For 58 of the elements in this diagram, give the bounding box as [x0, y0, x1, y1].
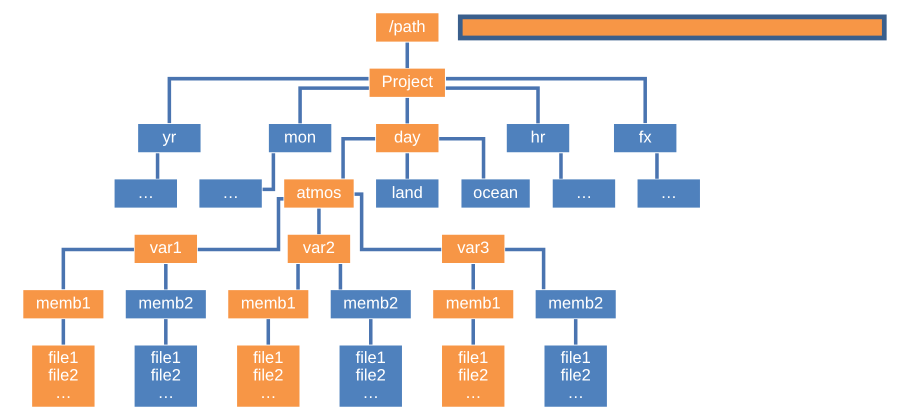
node-box: file1 file2 …	[338, 344, 404, 408]
node-bar	[458, 14, 887, 40]
node-box: file1 file2 …	[30, 344, 96, 408]
node-box: land	[374, 178, 440, 209]
connector	[406, 42, 410, 68]
connector	[298, 86, 369, 124]
node-box: …	[198, 178, 263, 209]
node-box: file1 file2 …	[440, 344, 506, 408]
connector	[266, 319, 270, 345]
node-box: /path	[374, 12, 440, 43]
connector	[62, 248, 134, 290]
connector	[505, 248, 546, 290]
node-box: var1	[133, 234, 198, 264]
connector	[471, 319, 475, 345]
node-box: memb2	[124, 288, 208, 320]
node-box: var2	[286, 234, 352, 264]
node-box: memb2	[534, 288, 617, 320]
node-box: memb1	[227, 288, 310, 320]
node-box: file1 file2 …	[133, 344, 198, 408]
connector	[574, 319, 578, 345]
node-box: Project	[368, 67, 446, 98]
node-box: day	[374, 122, 440, 154]
node-box: ocean	[460, 178, 531, 209]
connector	[655, 153, 659, 179]
connector	[406, 153, 410, 179]
connector	[338, 264, 342, 290]
connector	[471, 264, 475, 290]
connector	[406, 98, 410, 124]
connector	[341, 136, 376, 179]
connector	[446, 86, 540, 124]
connector	[559, 153, 563, 179]
node-box: file1 file2 …	[543, 344, 608, 408]
node-box: memb2	[330, 288, 412, 320]
node-box: …	[636, 178, 702, 209]
node-box: var3	[440, 234, 506, 264]
node-box: file1 file2 …	[236, 344, 301, 408]
node-box: mon	[268, 122, 332, 154]
connector	[164, 264, 168, 290]
connector	[317, 208, 321, 234]
node-box: memb1	[22, 288, 105, 320]
connector	[262, 153, 276, 192]
node-box: atmos	[283, 178, 355, 209]
connector	[156, 153, 160, 179]
connector	[296, 264, 300, 290]
connector	[369, 319, 373, 345]
connector	[168, 76, 369, 124]
node-box: memb1	[432, 288, 514, 320]
node-box: …	[113, 178, 178, 209]
node-box: hr	[506, 122, 570, 154]
connector	[354, 192, 442, 252]
connector	[62, 319, 66, 345]
node-box: …	[552, 178, 616, 209]
connector	[439, 136, 486, 179]
node-box: yr	[136, 122, 202, 154]
node-box: fx	[612, 122, 678, 154]
connector	[198, 197, 284, 252]
connector	[164, 319, 168, 345]
connector	[446, 76, 647, 124]
